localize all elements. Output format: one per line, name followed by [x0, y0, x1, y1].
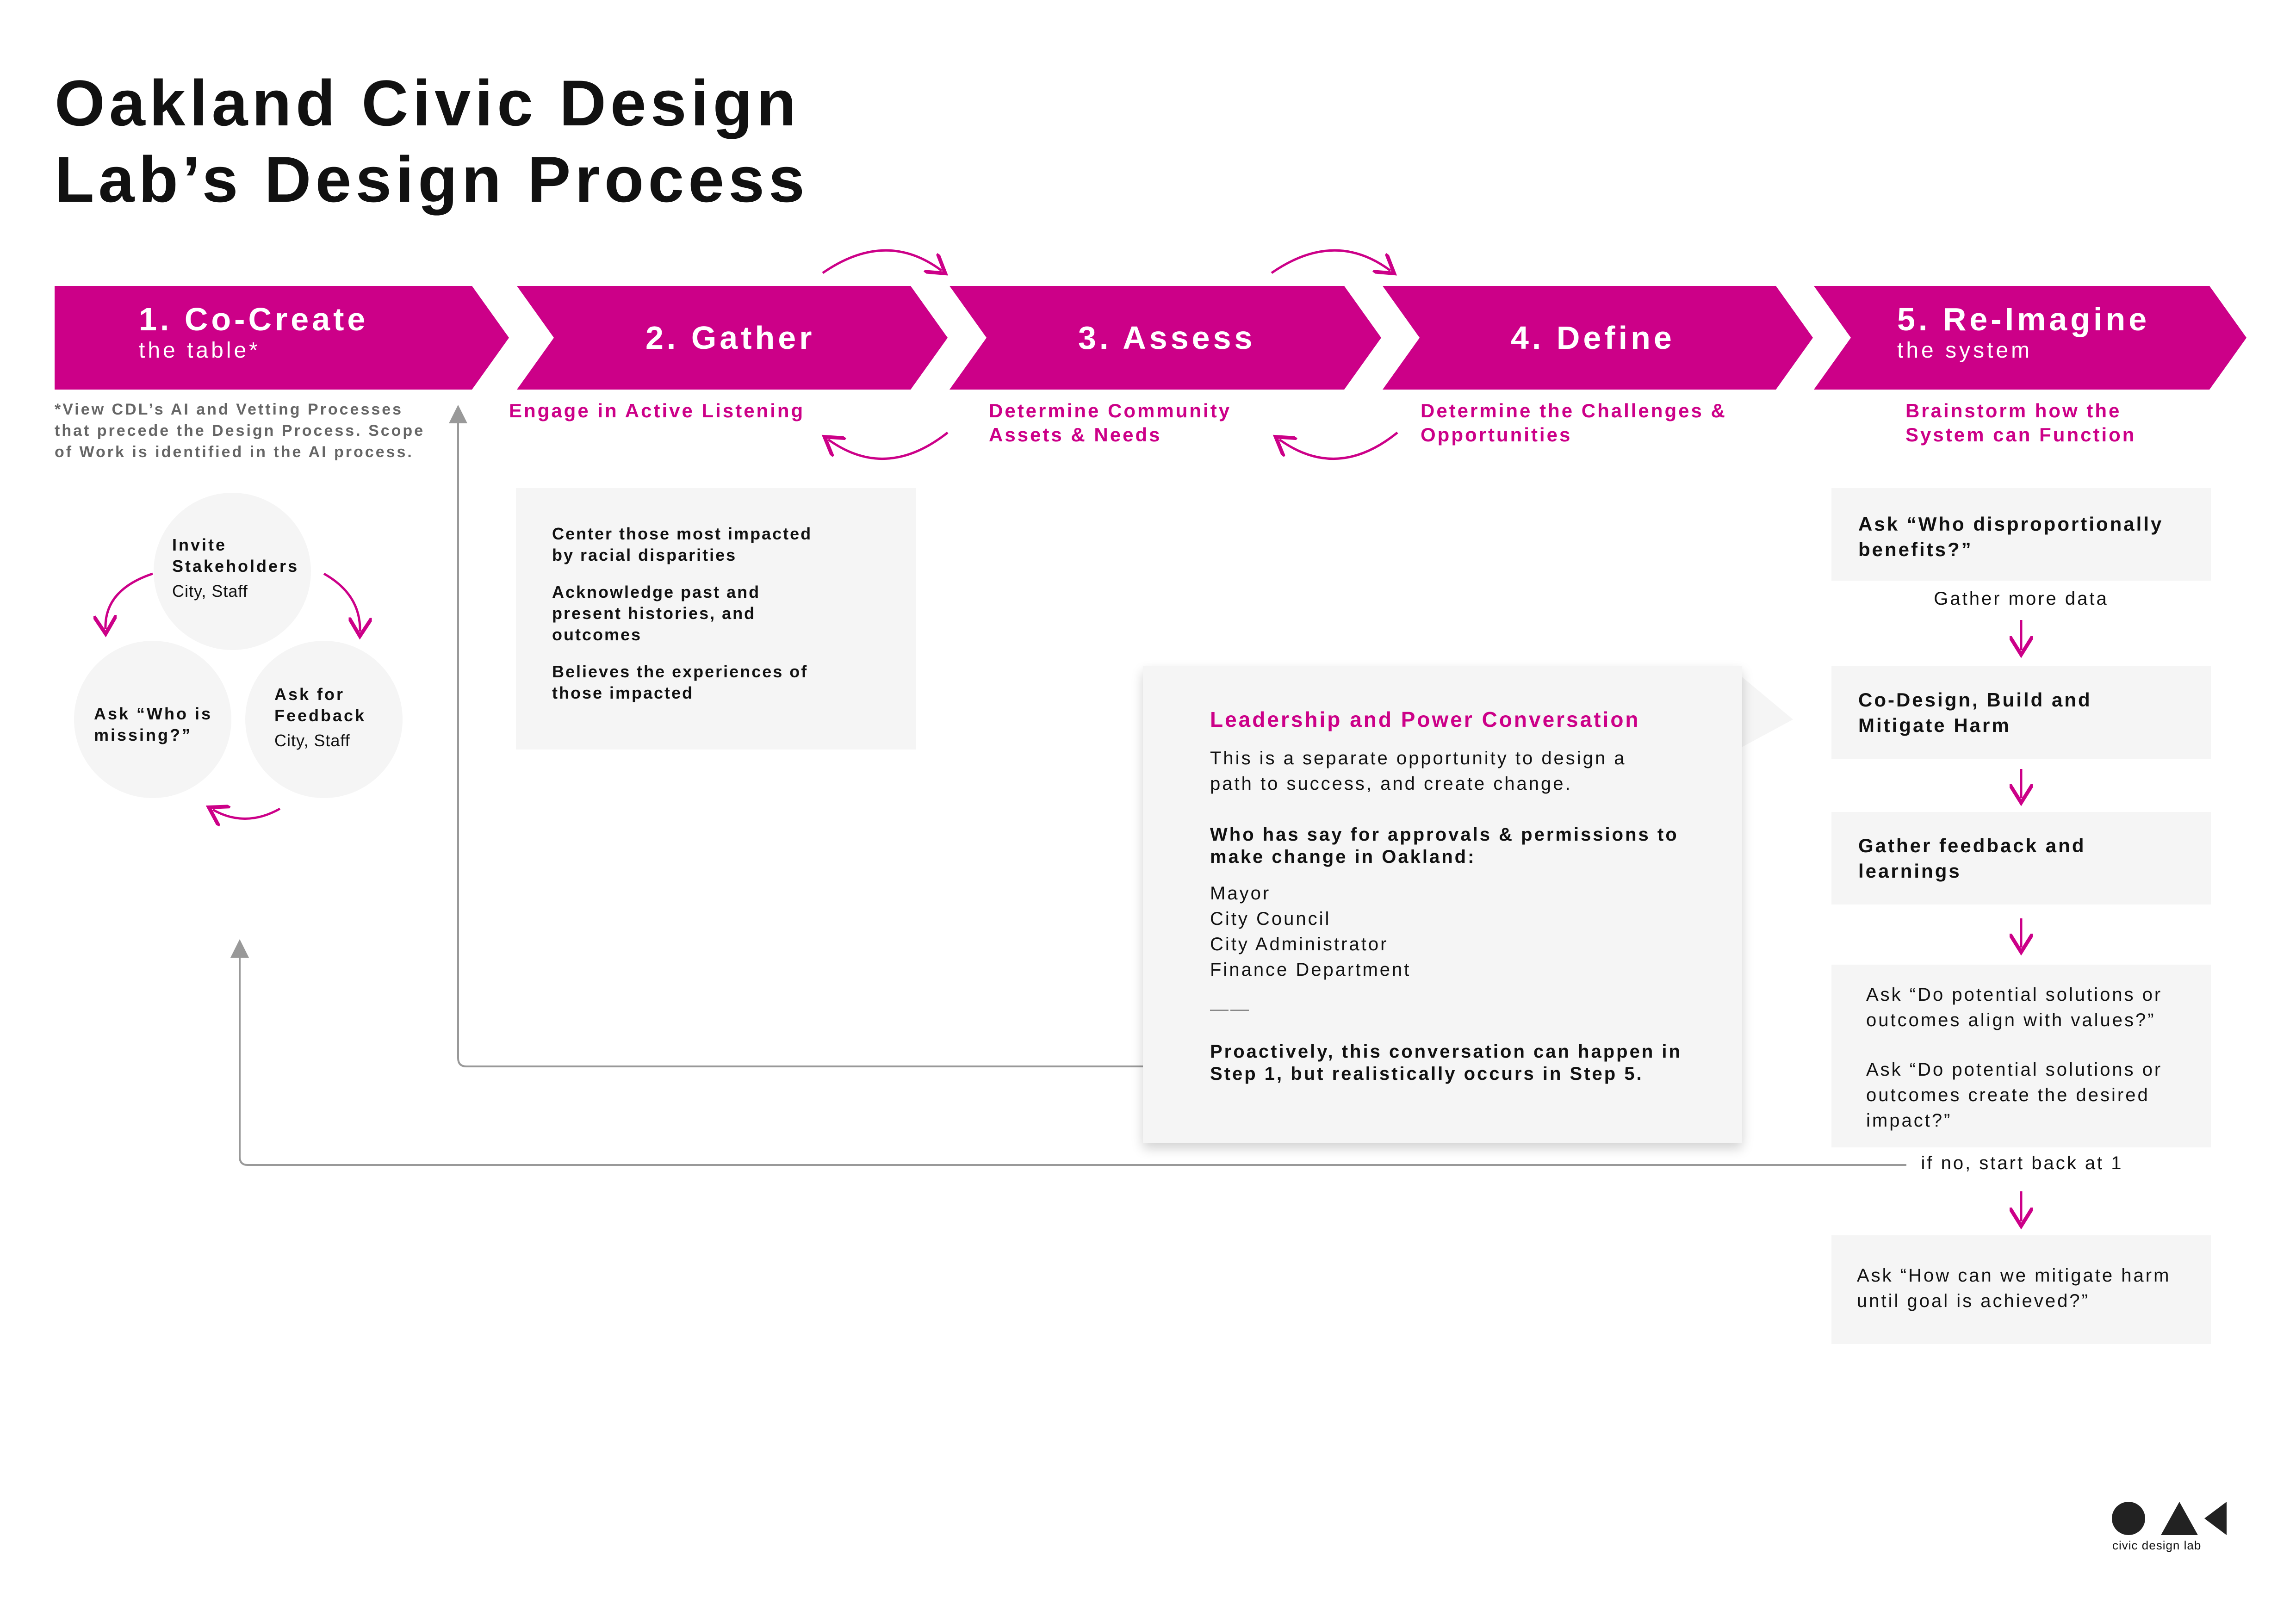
- loop-arrow-gather-assess-bottom: [828, 432, 949, 460]
- callout-divider: ——: [1210, 999, 1251, 1019]
- gather-more-data-label: Gather more data: [1934, 588, 2109, 609]
- page-title: Oakland Civic Design Lab’s Design Proces…: [55, 65, 809, 217]
- chevron-step-1: [55, 286, 509, 390]
- start-back-label: if no, start back at 1: [1906, 1153, 2138, 1174]
- ask-feedback-title: Ask for Feedback: [274, 685, 366, 725]
- cycle-arrow-right: [323, 572, 360, 632]
- people-item: Mayor: [1210, 883, 1271, 904]
- callout-title: Leadership and Power Conversation: [1210, 707, 1640, 731]
- callout-note: Proactively, this conversation can happe…: [1210, 1041, 1682, 1084]
- loop-arrow-assess-define-top: [1271, 249, 1390, 273]
- flow-box-feedback: Gather feedback and learnings: [1831, 812, 2211, 904]
- callout-intro: This is a separate opportunity to design…: [1210, 748, 1626, 794]
- cycle-arrow-bottom: [213, 809, 281, 819]
- connector-to-step-2: [449, 405, 1187, 1067]
- callout-question: Who has say for approvals & permissions …: [1210, 824, 1679, 867]
- flow-box-3-text: Gather feedback and learnings: [1858, 835, 2086, 882]
- invite-stakeholders-text: Invite Stakeholders City, Staff: [172, 534, 311, 602]
- chevron-step-4: [1383, 286, 1813, 390]
- callout-people-list: Mayor City Council City Administrator Fi…: [1210, 881, 1696, 983]
- flow-box-mitigate: Ask “How can we mitigate harm until goal…: [1831, 1235, 2211, 1344]
- connector-to-step-1: [230, 939, 1906, 1166]
- people-item: City Council: [1210, 909, 1331, 929]
- step-4-title: 4. Define: [1511, 320, 1675, 356]
- loop-arrow-gather-assess-top: [822, 249, 942, 273]
- chevron-step-5: [1814, 286, 2246, 390]
- cycle-arrow-left: [105, 572, 153, 629]
- flow-box-disproportional: Ask “Who disproportionally benefits?”: [1831, 488, 2211, 581]
- invite-stakeholders-sub: City, Staff: [172, 582, 248, 601]
- step-5-label-group: 5. Re-Imagine the system: [1897, 301, 2150, 363]
- gather-principles-box: Center those most impacted by racial dis…: [516, 488, 916, 750]
- circle-invite-stakeholders: [154, 493, 311, 650]
- define-description: Determine the Challenges & Opportunities: [1421, 400, 1727, 446]
- chevron-step-3: [949, 286, 1381, 390]
- circle-who-is-missing: [74, 641, 231, 798]
- callout-pointer: [1738, 673, 1793, 750]
- who-is-missing-title: Ask “Who is missing?”: [94, 704, 213, 744]
- flow-box-4a-text: Ask “Do potential solutions or outcomes …: [1866, 985, 2163, 1030]
- step-1-subtitle: the table*: [139, 338, 261, 363]
- flow-box-2-text: Co-Design, Build and Mitigate Harm: [1858, 689, 2092, 736]
- logo-text: civic design lab: [2112, 1538, 2202, 1552]
- title-line-2: Lab’s Design Process: [55, 143, 809, 216]
- flow-box-1-text: Ask “Who disproportionally benefits?”: [1858, 513, 2164, 560]
- flow-box-codesign: Co-Design, Build and Mitigate Harm: [1831, 666, 2211, 759]
- title-line-1: Oakland Civic Design: [55, 67, 800, 139]
- circle-ask-feedback: [245, 641, 403, 798]
- flow-box-5-text: Ask “How can we mitigate harm until goal…: [1857, 1265, 2171, 1311]
- invite-stakeholders-title: Invite Stakeholders: [172, 535, 299, 576]
- step-2-title: 2. Gather: [645, 320, 815, 356]
- assess-description: Determine Community Assets & Needs: [989, 400, 1232, 446]
- loop-arrow-assess-define-bottom: [1279, 432, 1398, 460]
- step-5-title: 5. Re-Imagine: [1897, 301, 2150, 337]
- ask-feedback-text: Ask for Feedback City, Staff: [274, 684, 395, 751]
- step-1-label-group: 1. Co-Create the table*: [139, 301, 368, 363]
- reimagine-description: Brainstorm how the System can Function: [1905, 400, 2136, 446]
- step-5-subtitle: the system: [1897, 338, 2033, 363]
- gather-item: Believes the experiences of those impact…: [552, 662, 808, 702]
- gather-item: Center those most impacted by racial dis…: [552, 524, 813, 564]
- leadership-callout: Leadership and Power Conversation This i…: [1143, 666, 1742, 1143]
- who-is-missing-text: Ask “Who is missing?”: [94, 703, 233, 746]
- people-item: City Administrator: [1210, 934, 1389, 954]
- gather-item: Acknowledge past and present histories, …: [552, 582, 761, 644]
- step-3-title: 3. Assess: [1078, 320, 1256, 356]
- flow-box-values-impact: Ask “Do potential solutions or outcomes …: [1831, 965, 2211, 1147]
- gather-description: Engage in Active Listening: [509, 400, 805, 421]
- people-item: Finance Department: [1210, 960, 1411, 980]
- chevron-step-2: [517, 286, 948, 390]
- civic-design-lab-logo-mark: [2112, 1502, 2227, 1535]
- cocreate-footnote: *View CDL’s AI and Vetting Processes tha…: [55, 401, 425, 461]
- flow-box-4b-text: Ask “Do potential solutions or outcomes …: [1866, 1059, 2163, 1131]
- ask-feedback-sub: City, Staff: [274, 731, 350, 750]
- step-1-title: 1. Co-Create: [139, 301, 369, 337]
